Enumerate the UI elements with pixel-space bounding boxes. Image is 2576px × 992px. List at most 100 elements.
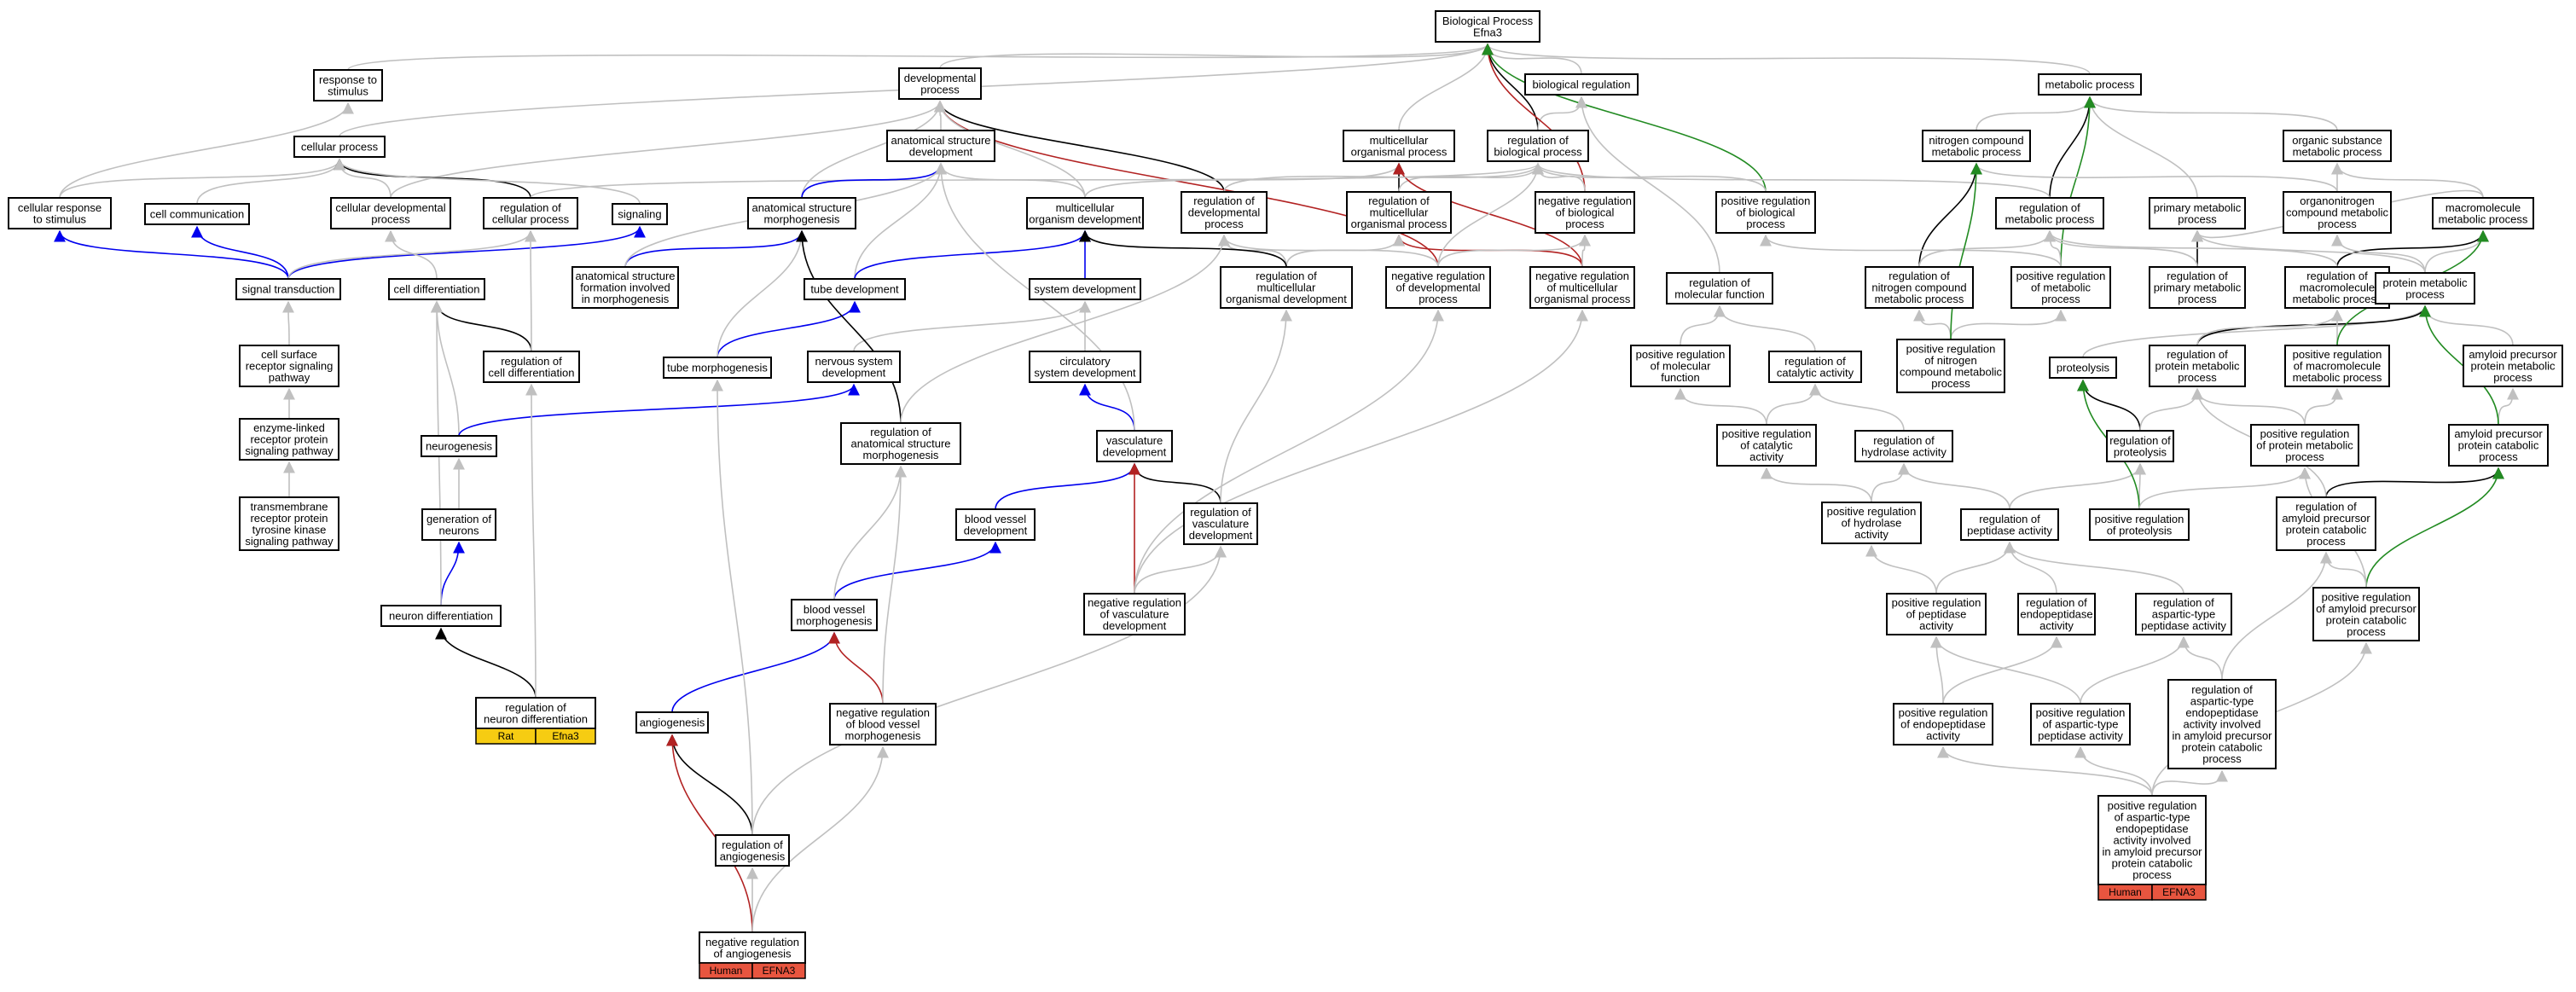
term-proteo[interactable]: proteolysis (2049, 357, 2117, 379)
term-label: multicellular (1056, 201, 1115, 214)
term-box (612, 203, 668, 225)
edge-regndiff-to-ndiff (435, 627, 537, 699)
term-tmorph[interactable]: tube morphogenesis (663, 357, 772, 379)
term-label: development (964, 524, 1028, 537)
term-box (635, 711, 709, 734)
term-ndiff[interactable]: neuron differentiation (380, 605, 502, 627)
term-tdev[interactable]: tube development (804, 278, 906, 300)
term-ccomm[interactable]: cell communication (144, 203, 250, 225)
term-box (293, 136, 386, 158)
term-breg[interactable]: biological regulation (1524, 73, 1639, 96)
term-label: vasculature (1106, 434, 1163, 447)
edge-negbp-to-bp (1482, 43, 1586, 193)
term-regaspapp[interactable]: regulation ofaspartic-typeendopeptidasea… (2167, 679, 2277, 769)
edge-poshyd-to-poscat (1761, 467, 1872, 503)
term-label: regulation of (1784, 355, 1846, 368)
term-label: endopeptidase (2115, 822, 2188, 835)
term-neurog[interactable]: neurogenesis (421, 435, 497, 457)
term-label: of amyloid precursor (2316, 602, 2416, 615)
term-sysdev[interactable]: system development (1029, 278, 1141, 300)
term-metab[interactable]: metabolic process (2038, 73, 2142, 96)
term-st[interactable]: signal transduction (235, 278, 341, 300)
term-cdiff[interactable]: cell differentiation (388, 278, 485, 300)
term-cellp[interactable]: cellular process (293, 136, 386, 158)
term-label: formation involved (580, 281, 670, 294)
edge-metab-to-bp (1482, 43, 2091, 75)
term-sig[interactable]: signaling (612, 203, 668, 225)
term-angio[interactable]: angiogenesis (635, 711, 709, 734)
edge-neurog-to-nsd (458, 383, 860, 437)
